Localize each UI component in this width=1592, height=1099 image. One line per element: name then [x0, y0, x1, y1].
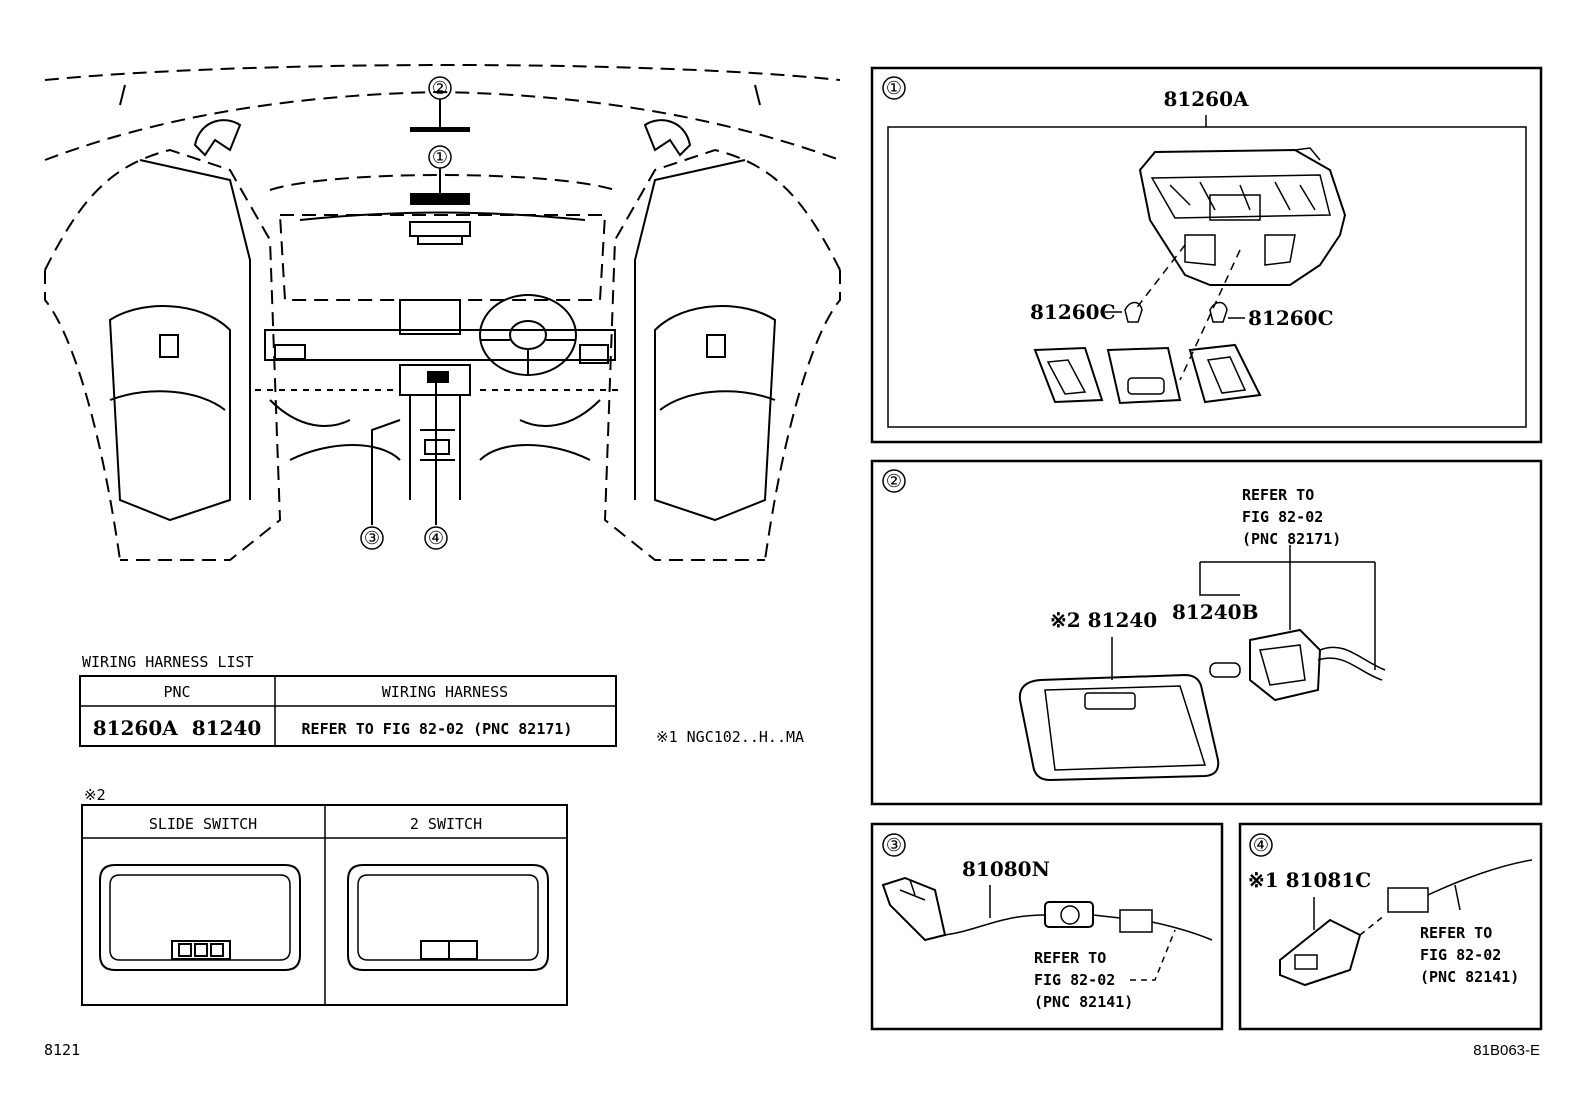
part-81260c-right-label: 81260C	[1248, 306, 1334, 330]
figure-number: 8121	[44, 1041, 80, 1059]
part-81080n-label: 81080N	[962, 857, 1050, 881]
part-81081c-label: ※1 81081C	[1248, 868, 1371, 892]
part-81260c-left-label: 81260C	[1030, 300, 1116, 324]
grommet-81080n	[1044, 901, 1094, 928]
bulb-left	[1124, 301, 1143, 323]
bulb-right	[1209, 301, 1228, 323]
map-lamp-assembly	[1138, 147, 1347, 286]
overview-callout-3: ③	[364, 528, 380, 549]
lamp-socket	[1249, 628, 1386, 702]
part-81240-label: ※2 81240	[1050, 608, 1157, 632]
panel-2-refer-line-3: (PNC 82171)	[1242, 530, 1341, 548]
overview-callout-4: ④	[428, 528, 444, 549]
panel-2-number: ②	[886, 471, 902, 492]
panel-4-refer-line-1: REFER TO	[1420, 924, 1492, 942]
panel-4-refer-line-2: FIG 82-02	[1420, 946, 1501, 964]
harness-header-pnc: PNC	[163, 683, 190, 701]
connector-81080n	[881, 876, 947, 942]
panel-4-number: ④	[1253, 835, 1269, 856]
variant-table-frame	[81, 804, 568, 1006]
panel-3-refer-line-1: REFER TO	[1034, 949, 1106, 967]
panel-3-refer-line-3: (PNC 82141)	[1034, 993, 1133, 1011]
harness-row-pnc: 81260A 81240	[93, 716, 262, 740]
overview-callout-2: ②	[432, 78, 448, 99]
part-81240b-label: 81240B	[1172, 600, 1258, 624]
lens-left	[1033, 346, 1104, 404]
panel-2-refer-line-2: FIG 82-02	[1242, 508, 1323, 526]
variant-header-slide: SLIDE SWITCH	[149, 815, 257, 833]
slide-switch-lamp	[99, 864, 301, 971]
panel-1-frame	[870, 66, 1543, 444]
personal-lamp-81240	[1018, 673, 1220, 782]
panel-4-frame	[1238, 822, 1543, 1031]
panel-2-refer-line-1: REFER TO	[1242, 486, 1314, 504]
panel-3-frame	[870, 822, 1224, 1031]
variant-mark: ※2	[84, 786, 106, 804]
lens-right	[1188, 343, 1262, 404]
two-switch-lamp	[347, 864, 549, 971]
harness-row-wiring: REFER TO FIG 82-02 (PNC 82171)	[302, 720, 573, 738]
vehicle-interior-overview	[44, 64, 841, 561]
harness-list-title: WIRING HARNESS LIST	[82, 653, 254, 671]
harness-header-wiring: WIRING HARNESS	[382, 683, 508, 701]
panel-4-refer-line-3: (PNC 82141)	[1420, 968, 1519, 986]
overview-callout-1: ①	[432, 147, 448, 168]
harness-table-frame	[79, 675, 617, 747]
panel-3-number: ③	[886, 835, 902, 856]
diagram-code: 81B063-E	[1473, 1042, 1540, 1059]
bulb-81240b	[1209, 662, 1241, 678]
panel-3-refer-line-2: FIG 82-02	[1034, 971, 1115, 989]
footnote-1: ※1 NGC102..H..MA	[656, 728, 804, 746]
variant-header-2switch: 2 SWITCH	[410, 815, 482, 833]
switch-plate	[1106, 346, 1182, 405]
panel-1-number: ①	[886, 78, 902, 99]
switch-81081c	[1279, 918, 1362, 987]
part-81260a-label: 81260A	[1163, 87, 1249, 111]
panel-2-frame	[870, 459, 1543, 806]
